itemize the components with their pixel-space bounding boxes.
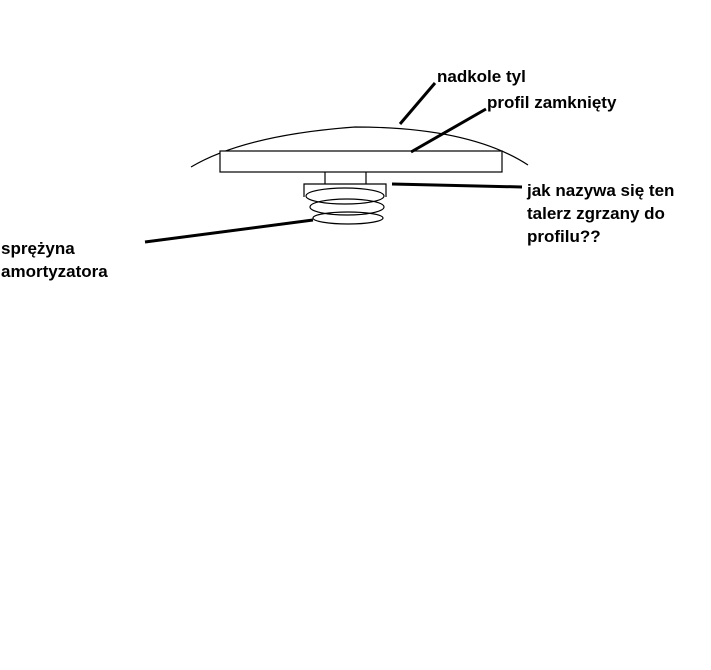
spring-coil (312, 211, 384, 225)
spring-coils (305, 187, 385, 225)
label-question-line-1: jak nazywa się ten (526, 181, 674, 200)
label-spring-line-1: sprężyna (1, 239, 75, 258)
spring-coil (309, 198, 385, 216)
welded-plate (303, 172, 387, 197)
closed-profile-bar (219, 150, 503, 173)
leader-line-question (391, 182, 523, 189)
leader-line-spring (144, 218, 314, 244)
label-wheel-arch: nadkole tyl (437, 67, 526, 86)
leader-line-wheel-arch (398, 82, 437, 125)
spring-coil (305, 187, 385, 205)
label-question-line-2: talerz zgrzany do (527, 204, 665, 223)
leader-line-closed-profile (410, 107, 487, 154)
wheel-arch-curve (190, 126, 529, 168)
label-closed-profile: profil zamknięty (487, 93, 617, 112)
label-spring-line-2: amortyzatora (1, 262, 108, 281)
label-question-line-3: profilu?? (527, 227, 601, 246)
